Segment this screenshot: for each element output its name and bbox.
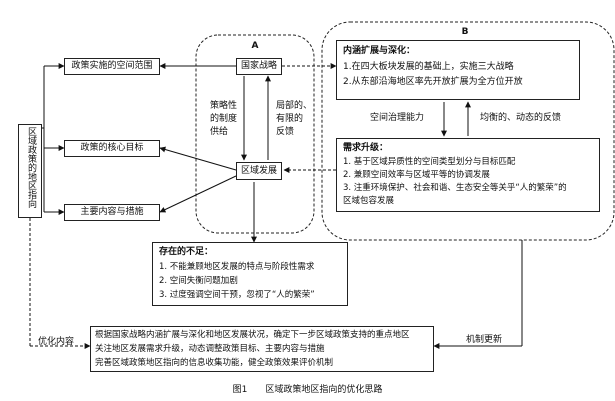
mechanism-update-label: 机制更新 [466,335,503,345]
b-bottom-line-4: 区域包容发展 [343,196,395,206]
national-strategy-label: 国家战略 [240,61,277,71]
shortfalls-box: 存在的不足： 1. 不能兼顾地区发展的特点与阶段性需求 2. 空间失衡问题加剧 … [152,242,348,306]
shortfalls-title: 存在的不足： [159,247,214,257]
b-bottom-box: 需求升级： 1. 基于区域异质性的空间类型划分与目标匹配 2. 兼顾空间效率与区… [336,138,600,212]
policy-core-box: 政策的核心目标 [64,140,160,157]
optimization-box: 根据国家战略内涵扩展与深化和地区发展状况，确定下一步区域政策支持的重点地区 关注… [90,326,434,372]
main-content-box: 主要内容与措施 [64,204,160,221]
region-a-label: A [251,41,259,51]
shortfalls-line-1: 1. 不能兼顾地区发展的特点与阶段性需求 [159,262,315,272]
local-feedback-line-3: 反馈 [276,127,295,137]
regional-dev-label: 区域发展 [240,166,277,176]
strategic-supply-line-2: 的制度 [210,114,238,124]
balanced-feedback-label: 均衡的、动态的反馈 [480,113,562,123]
regional-dev-box: 区域发展 [236,162,282,180]
local-feedback-line-2: 有限的 [276,114,304,124]
optimization-line-3: 完善区域政策地区指向的信息收集功能，健全政策效果评价机制 [95,358,334,368]
region-a-frame [195,34,315,234]
local-feedback-line-1: 局部的、 [276,101,313,111]
b-top-line-1: 1.在四大板块发展的基础上，实施三大战略 [343,62,514,72]
left-vertical-label: 区域政策的地区指向 [26,127,36,208]
region-b-label: B [461,27,469,37]
main-content-label: 主要内容与措施 [80,207,144,217]
policy-scope-box: 政策实施的空间范围 [64,58,160,75]
spatial-capacity-label: 空间治理能力 [370,113,425,123]
b-top-title: 内涵扩展与深化： [343,46,416,56]
b-top-box: 内涵扩展与深化： 1.在四大板块发展的基础上，实施三大战略 2.从东部沿海地区率… [336,40,580,100]
b-bottom-line-2: 2. 兼顾空间效率与区域平等的协调发展 [343,170,490,180]
strategic-supply-line-3: 供给 [210,127,229,137]
shortfalls-line-2: 2. 空间失衡问题加剧 [159,276,238,286]
b-bottom-title: 需求升级： [343,143,389,153]
optimize-content-label: 优化内容 [38,337,75,347]
figure-caption: 图1 区域政策地区指向的优化思路 [232,385,383,395]
region-b-frame [321,21,615,241]
optimization-line-2: 关注地区发展需求升级，动态调整政策目标、主要内容与措施 [95,344,325,354]
policy-core-label: 政策的核心目标 [80,143,144,153]
policy-scope-label: 政策实施的空间范围 [71,61,153,71]
left-vertical-box: 区域政策的地区指向 [18,124,42,218]
national-strategy-box: 国家战略 [236,58,282,75]
b-bottom-line-1: 1. 基于区域异质性的空间类型划分与目标匹配 [343,157,516,167]
optimization-line-1: 根据国家战略内涵扩展与深化和地区发展状况，确定下一步区域政策支持的重点地区 [95,330,410,340]
b-bottom-line-3: 3. 注重环境保护、社会和谐、生态安全等关乎“人的繁荣”的 [343,183,567,193]
shortfalls-line-3: 3. 过度强调空间干预，忽视了“人的繁荣” [159,290,315,300]
b-top-line-2: 2.从东部沿海地区率先开放扩展为全方位开放 [343,77,523,87]
strategic-supply-line-1: 策略性 [210,101,238,111]
